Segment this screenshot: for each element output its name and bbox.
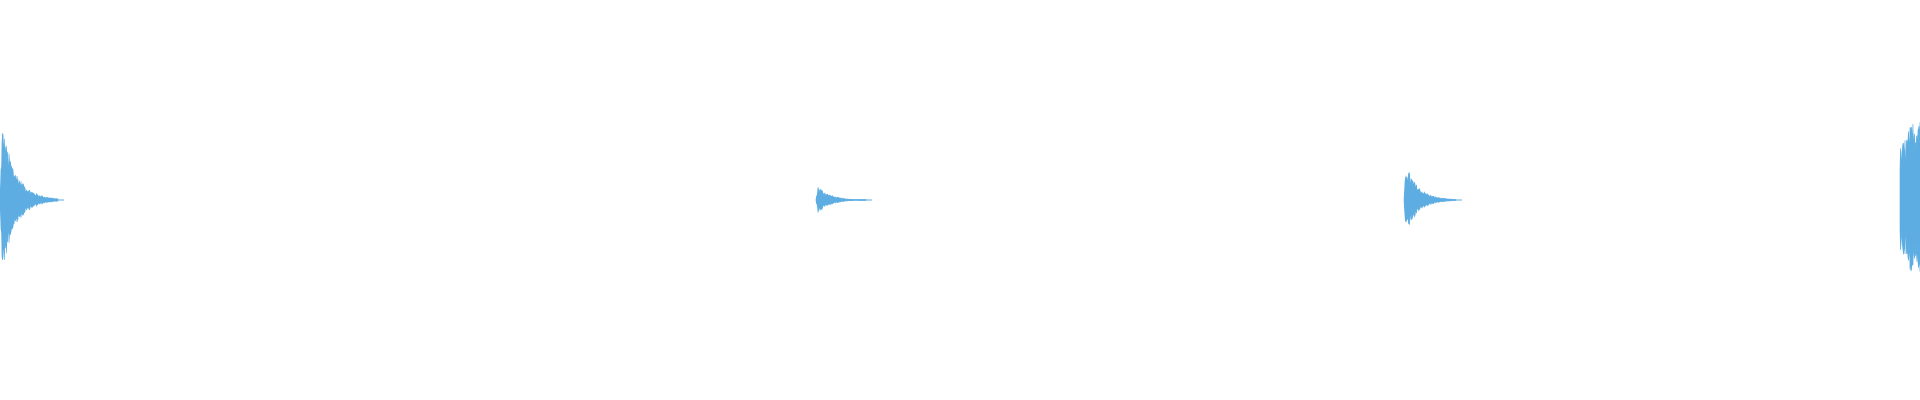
waveform-burst	[815, 187, 867, 213]
waveform-clip-4	[1899, 122, 1920, 272]
waveform-clip-2	[815, 187, 872, 213]
waveform-burst	[1403, 172, 1457, 225]
waveform-clip-3	[1403, 172, 1462, 225]
waveform-burst	[1899, 122, 1920, 272]
waveform-burst	[0, 132, 59, 260]
waveform-clip-1	[0, 132, 64, 260]
